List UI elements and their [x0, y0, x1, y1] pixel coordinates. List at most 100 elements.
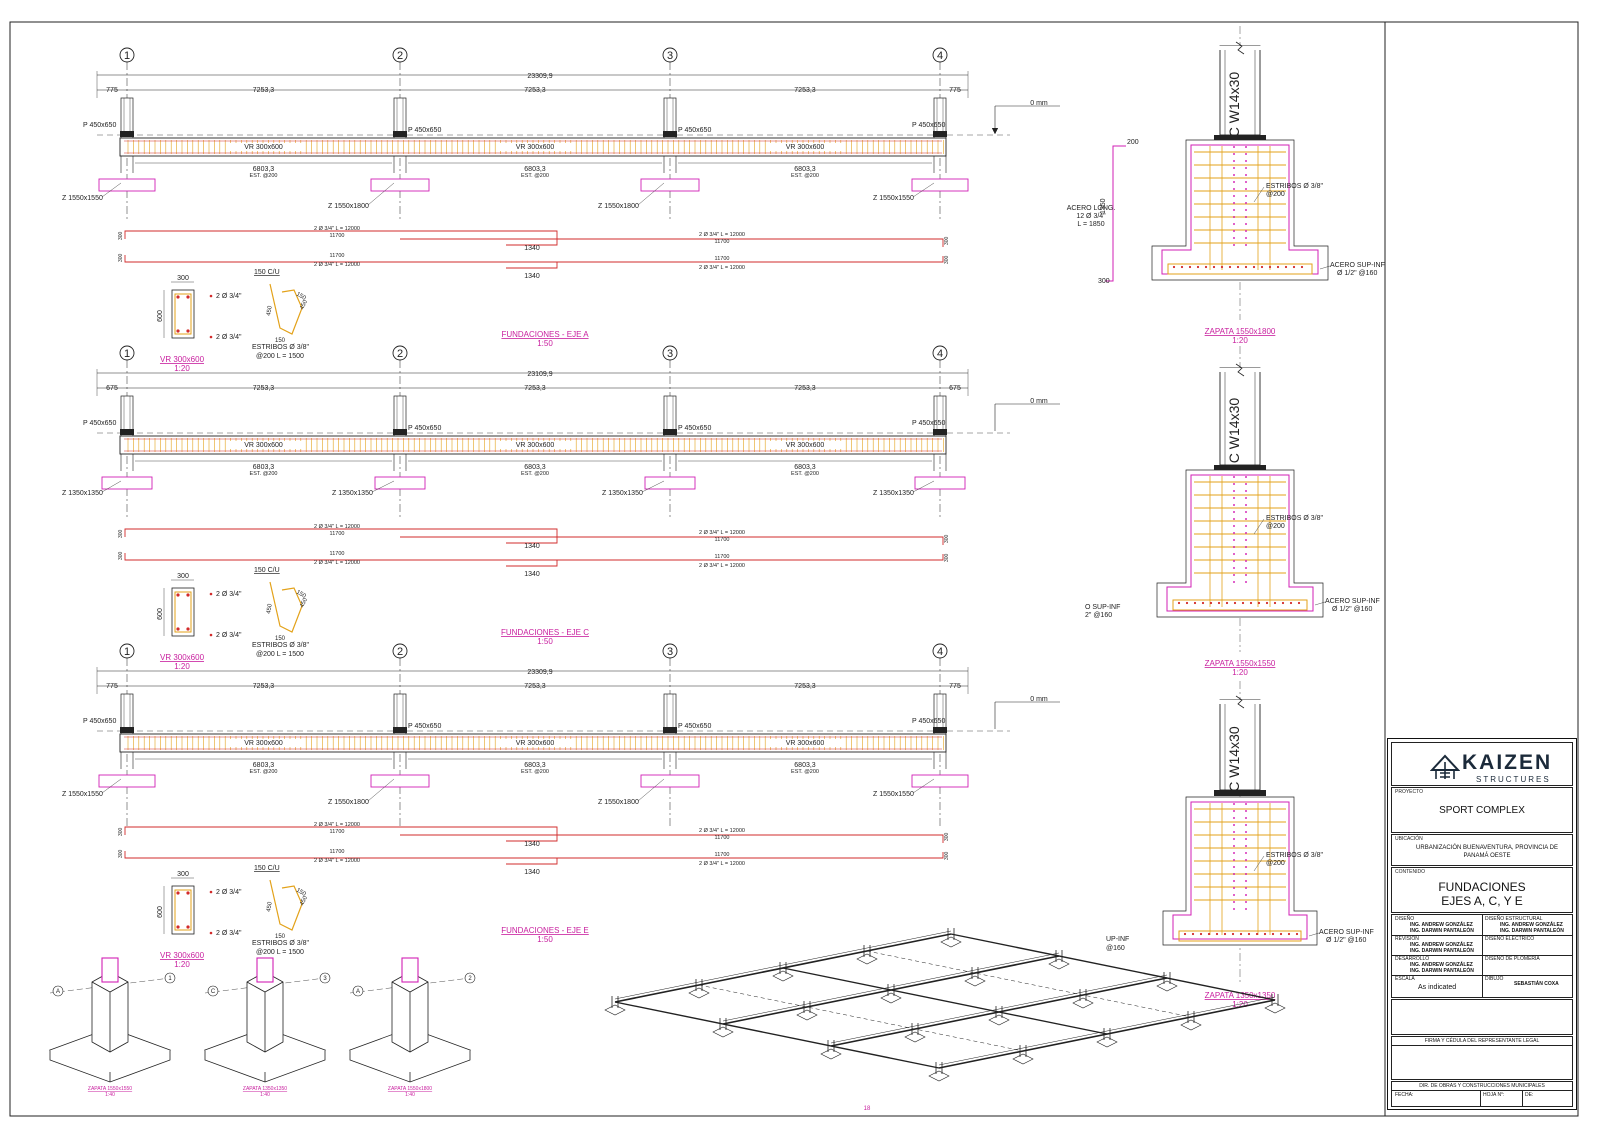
footing-stirrups-2: @200	[1266, 860, 1285, 867]
rebar-bottom-right-length: 11700	[715, 256, 730, 262]
grid-label: 1	[124, 348, 130, 360]
footing-bars-2: Ø 1/2" @160	[1326, 937, 1366, 944]
bullet-top	[209, 294, 213, 298]
stirrup-note-1: ESTRIBOS Ø 3/8"	[252, 344, 309, 351]
rebar-top-right-label: 2 Ø 3/4" L = 12000	[699, 232, 745, 238]
rebar-top-left	[124, 826, 558, 842]
brand-name: KAIZEN	[1462, 751, 1553, 774]
sheet-border	[9, 21, 1579, 1117]
footing-leader	[367, 182, 395, 206]
footing-scale: 1:20	[1232, 336, 1248, 345]
cut-label-mid-1: O SUP-INF	[1085, 604, 1120, 611]
column-designation: C W14x30	[1226, 398, 1242, 464]
section-bar	[176, 329, 180, 333]
section-scale: 1:20	[174, 364, 190, 373]
iso-axis-bubble	[352, 985, 364, 997]
rebar-bottom	[124, 255, 944, 263]
stirrup-spacing: EST. @200	[521, 471, 549, 477]
rebar-top-right-length: 11700	[715, 835, 730, 841]
base-plate	[1214, 135, 1266, 141]
brand-sub: STRUCTURES	[1476, 775, 1551, 784]
proyecto-label: PROYECTO	[1395, 789, 1423, 795]
stirrup-hook-label: 150 C/U	[254, 269, 280, 276]
beam-label: VR 300x600	[786, 740, 825, 747]
mat-bar	[1217, 601, 1221, 605]
stirrup-note-1: ESTRIBOS Ø 3/8"	[252, 940, 309, 947]
footing-label: Z 1550x1550	[62, 195, 103, 202]
bottom-mat	[1167, 263, 1313, 275]
pedestal-outline	[1162, 796, 1318, 946]
title-block-dir-obras: DIR. DE OBRAS Y CONSTRUCCIONES MUNICIPAL…	[1391, 1081, 1573, 1107]
mat-bar	[1289, 601, 1293, 605]
footing-bars-2: Ø 1/2" @160	[1332, 606, 1372, 613]
clear-span: 6803,3	[794, 464, 816, 471]
rebar-top-right	[400, 238, 944, 247]
iso-edge	[391, 981, 429, 993]
proyecto-value: SPORT COMPLEX	[1439, 805, 1525, 816]
diseno-estructural-name-2: ING. DARWIN PANTALEÓN	[1500, 928, 1564, 934]
iso-axis-number: 3	[323, 976, 327, 982]
footing-stirrups-2: @200	[1266, 191, 1285, 198]
iso-axis-bubble	[207, 985, 219, 997]
rebar-bottom-right-label: 2 Ø 3/4" L = 12000	[699, 563, 745, 569]
section-top-bars: 2 Ø 3/4"	[216, 293, 242, 300]
clear-span: 6803,3	[253, 762, 275, 769]
rebar-bottom-left-label: 2 Ø 3/4" L = 12000	[314, 262, 360, 268]
mat-bar	[1199, 932, 1203, 936]
frame-footing	[1264, 1002, 1286, 1014]
hook-left-bottom: 300	[118, 253, 124, 262]
iso-axis-bubble	[52, 985, 64, 997]
footing	[914, 476, 966, 490]
base-plate	[393, 429, 407, 435]
frame-beam	[782, 967, 1108, 1035]
section-bottom-bars: 2 Ø 3/4"	[216, 632, 242, 639]
frame-footing	[604, 1004, 626, 1016]
mat-bar	[1201, 601, 1205, 605]
rebar-bottom	[124, 851, 944, 859]
section-outline	[171, 587, 195, 637]
stirrup-hook-a: 150	[295, 888, 307, 899]
section-height: 600	[157, 608, 164, 620]
break-symbol	[1235, 695, 1245, 709]
stirrup-hook-a: 150	[295, 292, 307, 303]
grid-label: 2	[397, 50, 403, 62]
steel-column	[1219, 699, 1261, 791]
long-bar-height: 1350	[1100, 198, 1107, 214]
stirrup-leg-b: 450	[266, 305, 274, 317]
bullet-bottom	[209, 633, 213, 637]
column-label: P 450x650	[678, 127, 711, 134]
lap-length-top: 1340	[524, 543, 540, 550]
title-block-blank	[1391, 999, 1573, 1035]
frame-footing	[712, 1026, 734, 1038]
iso-axis-number: 1	[168, 976, 172, 982]
frame-footing	[1048, 958, 1070, 970]
beam-label: VR 300x600	[786, 442, 825, 449]
footing	[640, 774, 700, 788]
beam-label-bg	[497, 143, 573, 151]
escala-value: As indicated	[1418, 984, 1457, 991]
stirrup-leader	[1253, 186, 1265, 203]
section-title: VR 300x600	[160, 951, 205, 960]
footing-label: Z 1550x1800	[328, 203, 369, 210]
rebar-top-left-length: 11700	[330, 829, 345, 835]
hook-left-bottom: 300	[118, 551, 124, 560]
base-plate	[120, 727, 134, 733]
span-dimension: 7253,3	[253, 385, 275, 392]
section-title: VR 300x600	[160, 653, 205, 662]
ubicacion-value: URBANIZACIÓN BUENAVENTURA, PROVINCIA DE …	[1416, 845, 1558, 859]
stirrup-leg-b: 450	[266, 901, 274, 913]
column-label: P 450x650	[83, 718, 116, 725]
section-stirrup	[174, 889, 192, 931]
column-label: P 450x650	[678, 723, 711, 730]
base-plate	[393, 727, 407, 733]
beam-label-bg	[497, 739, 573, 747]
iso-edge	[91, 981, 129, 993]
iso-axis	[204, 977, 326, 994]
footing-label: Z 1350x1350	[873, 490, 914, 497]
section-top-bars: 2 Ø 3/4"	[216, 591, 242, 598]
hook-right-top: 300	[944, 236, 950, 245]
